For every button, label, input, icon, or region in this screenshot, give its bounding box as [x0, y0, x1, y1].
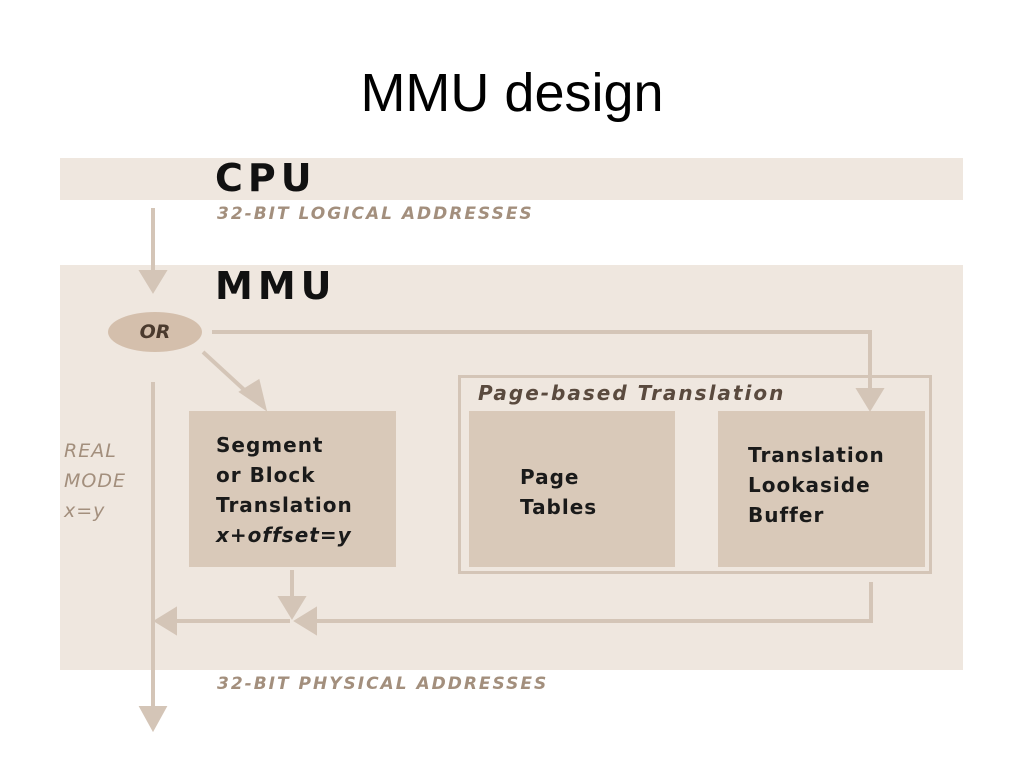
real-mode-label: REAL MODE x=y [64, 436, 126, 526]
arrowhead-merge-left [153, 606, 177, 636]
segment-translation-text: Segment or Block Translation x+offset=y [216, 430, 353, 550]
tlb-line-1: Translation [748, 443, 885, 467]
mmu-heading: MMU [215, 264, 337, 308]
page-tables-text: Page Tables [520, 462, 597, 522]
physical-address-caption: 32-BIT PHYSICAL ADDRESSES [217, 674, 549, 694]
segment-line-3: Translation [216, 493, 353, 517]
tlb-text: Translation Lookaside Buffer [748, 440, 885, 530]
segment-translation-box [189, 411, 396, 567]
segment-line-1: Segment [216, 433, 324, 457]
arrowhead-or-to-tlb [855, 388, 885, 412]
arrowhead-real-mode [138, 706, 168, 733]
segment-line-2: or Block [216, 463, 316, 487]
real-mode-line-2: MODE [64, 470, 126, 492]
cpu-heading: CPU [215, 156, 317, 200]
slide-title: MMU design [360, 63, 664, 123]
logical-address-caption: 32-BIT LOGICAL ADDRESSES [217, 204, 534, 224]
arrowhead-or-to-segment [238, 378, 268, 412]
cpu-band [60, 158, 963, 200]
tlb-line-3: Buffer [748, 503, 825, 527]
page-based-translation-title: Page-based Translation [472, 381, 792, 405]
page-based-translation-group [458, 375, 932, 574]
page-tables-box [469, 411, 675, 567]
tlb-box [718, 411, 925, 567]
page-tables-line-1: Page [520, 465, 580, 489]
arrowhead-tlb-return [293, 606, 317, 636]
page-tables-line-2: Tables [520, 495, 598, 519]
or-node [108, 312, 202, 352]
arrow-tlb-return [312, 582, 873, 623]
real-mode-line-3: x=y [64, 500, 106, 522]
tlb-line-2: Lookaside [748, 473, 871, 497]
arrow-or-to-tlb [212, 330, 872, 390]
segment-line-4: x+offset=y [216, 523, 352, 547]
real-mode-line-1: REAL [64, 440, 117, 462]
or-label: OR [139, 321, 171, 343]
arrowhead-cpu-to-or [138, 270, 168, 294]
arrowhead-segment-down [277, 596, 307, 620]
